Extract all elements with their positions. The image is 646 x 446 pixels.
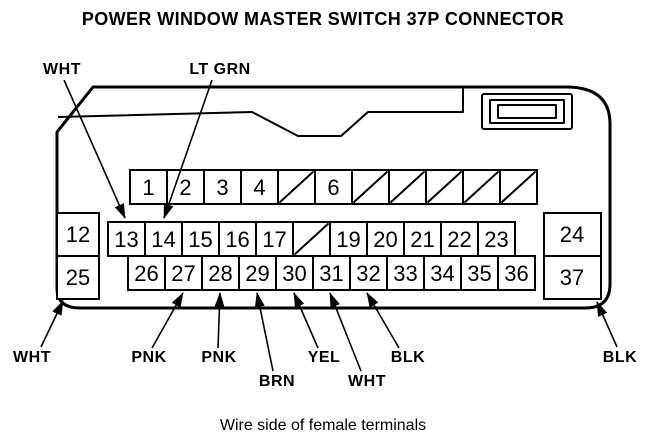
pin-cell-36 bbox=[497, 255, 536, 291]
pin-number-19: 19 bbox=[336, 227, 360, 252]
pin-number-6: 6 bbox=[327, 175, 339, 200]
pin-number-22: 22 bbox=[447, 227, 471, 252]
pin-number-14: 14 bbox=[151, 227, 175, 252]
pin-number-24: 24 bbox=[560, 222, 584, 247]
pin-number-17: 17 bbox=[262, 227, 286, 252]
leader-line-brn-pin29 bbox=[254, 292, 274, 372]
pin-number-16: 16 bbox=[225, 227, 249, 252]
blank-cell-slash-10 bbox=[463, 170, 500, 204]
pin-cell-23 bbox=[477, 221, 516, 257]
pin-number-2: 2 bbox=[179, 175, 191, 200]
leader-line-wht-left-pin25 bbox=[40, 300, 64, 348]
wire-label-brn: BRN bbox=[259, 373, 295, 390]
wire-label-wht-left: WHT bbox=[13, 349, 51, 366]
pin-number-32: 32 bbox=[356, 261, 380, 286]
pin-cell-34 bbox=[423, 255, 462, 291]
wire-label-pnk-2: PNK bbox=[201, 349, 236, 366]
blank-cell-slash-8 bbox=[389, 170, 426, 204]
wire-label-yel: YEL bbox=[308, 349, 341, 366]
pin-cell-26 bbox=[127, 255, 166, 291]
pin-cell-6 bbox=[314, 169, 353, 205]
pin-number-1: 1 bbox=[142, 175, 154, 200]
blank-cell-slash-5 bbox=[278, 170, 315, 204]
pin-cell-37 bbox=[543, 255, 602, 300]
latch-outer-rect bbox=[481, 93, 573, 130]
pin-number-29: 29 bbox=[245, 261, 269, 286]
pin-cell-1 bbox=[129, 169, 168, 205]
pin-number-26: 26 bbox=[134, 261, 158, 286]
blank-cell-slash-11 bbox=[500, 170, 537, 204]
pin-number-3: 3 bbox=[216, 175, 228, 200]
pin-cell-28 bbox=[201, 255, 240, 291]
pin-number-20: 20 bbox=[373, 227, 397, 252]
pin-number-28: 28 bbox=[208, 261, 232, 286]
housing-contour-line bbox=[57, 88, 464, 137]
leader-line-pnk-pin27 bbox=[151, 292, 184, 349]
pin-cell-17 bbox=[255, 221, 294, 257]
leader-line-ltgrn-pin14 bbox=[163, 79, 213, 219]
pin-number-23: 23 bbox=[484, 227, 508, 252]
pin-number-31: 31 bbox=[319, 261, 343, 286]
pin-cell-19 bbox=[329, 221, 368, 257]
pin-number-25: 25 bbox=[66, 265, 90, 290]
leader-line-blk-right-pin37 bbox=[596, 301, 618, 348]
wire-label-pnk-1: PNK bbox=[131, 349, 166, 366]
wire-label-blk-right: BLK bbox=[603, 349, 637, 366]
leader-line-wht-top-pin13 bbox=[63, 79, 126, 219]
pin-number-27: 27 bbox=[171, 261, 195, 286]
leader-line-blk-pin32 bbox=[366, 292, 400, 349]
blank-cell-slash-18 bbox=[293, 222, 330, 256]
pin-cell-25 bbox=[56, 255, 100, 300]
diagram-title: POWER WINDOW MASTER SWITCH 37P CONNECTOR bbox=[82, 9, 564, 29]
latch-inner-rect bbox=[489, 99, 565, 124]
latch-slot-rect bbox=[497, 104, 557, 119]
diagram-caption: Wire side of female terminals bbox=[220, 417, 426, 434]
pin-number-30: 30 bbox=[282, 261, 306, 286]
pin-number-34: 34 bbox=[430, 261, 454, 286]
pin-number-15: 15 bbox=[188, 227, 212, 252]
pin-cell-30 bbox=[275, 255, 314, 291]
pin-number-13: 13 bbox=[114, 227, 138, 252]
leader-line-yel-pin30 bbox=[293, 292, 319, 349]
pin-number-37: 37 bbox=[560, 265, 584, 290]
pin-number-4: 4 bbox=[253, 175, 265, 200]
pin-number-12: 12 bbox=[66, 222, 90, 247]
wire-label-blk: BLK bbox=[391, 349, 425, 366]
wire-label-wht-top: WHT bbox=[43, 61, 81, 78]
wire-label-wht-bottom: WHT bbox=[348, 373, 386, 390]
pin-cell-33 bbox=[386, 255, 425, 291]
pin-cell-3 bbox=[203, 169, 242, 205]
leader-line-pnk-pin28 bbox=[214, 292, 225, 349]
pin-cell-20 bbox=[366, 221, 405, 257]
blank-cell-slash-9 bbox=[426, 170, 463, 204]
pin-cell-27 bbox=[164, 255, 203, 291]
pin-number-21: 21 bbox=[410, 227, 434, 252]
wire-label-lt-grn: LT GRN bbox=[189, 61, 250, 78]
leader-line-wht-pin31 bbox=[329, 292, 362, 372]
pin-cell-24 bbox=[543, 212, 602, 257]
pin-number-36: 36 bbox=[504, 261, 528, 286]
pin-number-33: 33 bbox=[393, 261, 417, 286]
blank-cell-slash-7 bbox=[352, 170, 389, 204]
pin-number-35: 35 bbox=[467, 261, 491, 286]
